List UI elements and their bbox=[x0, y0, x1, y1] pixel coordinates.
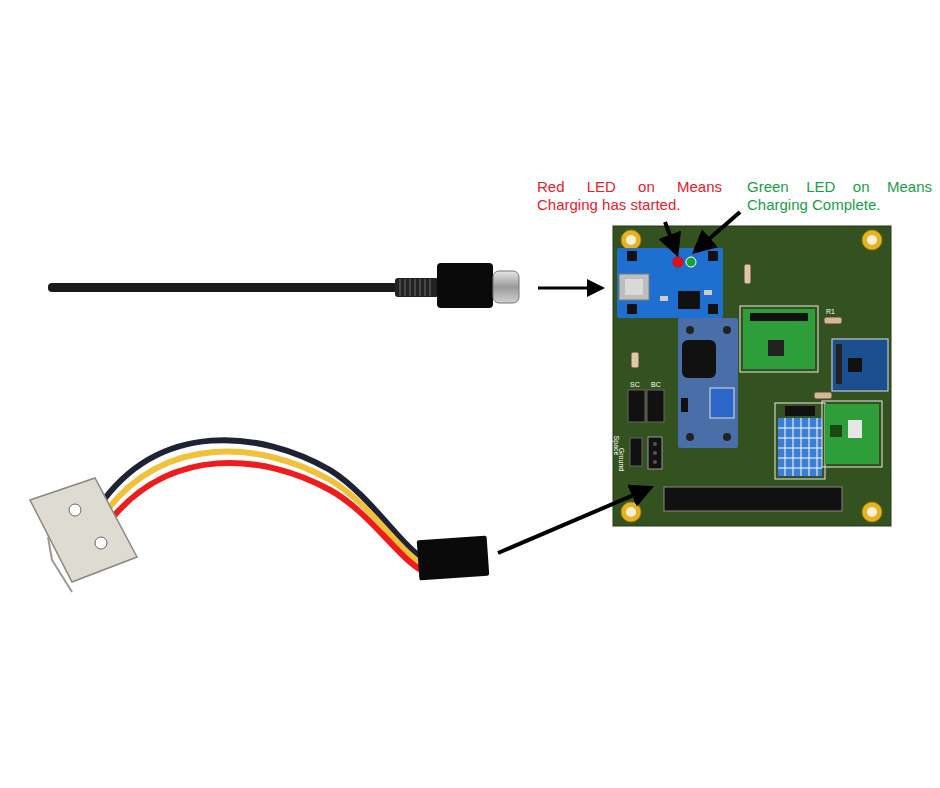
silkscreen-label: BC bbox=[651, 380, 661, 389]
limit-switch bbox=[30, 440, 489, 592]
silkscreen-label: SC bbox=[630, 380, 640, 389]
callout-note: Red LED on Means Charging has started. bbox=[537, 178, 722, 214]
usb-cable bbox=[48, 263, 519, 308]
pointer-arrow bbox=[498, 491, 643, 553]
callout-arrow bbox=[665, 222, 674, 246]
silkscreen-label: Ground bbox=[617, 448, 626, 471]
pointer-arrow bbox=[538, 287, 596, 290]
pcb-board bbox=[613, 226, 891, 526]
callout-arrow bbox=[701, 212, 740, 246]
silkscreen-label: R1 bbox=[826, 307, 835, 316]
callout-note: Green LED on Means Charging Complete. bbox=[747, 178, 932, 214]
